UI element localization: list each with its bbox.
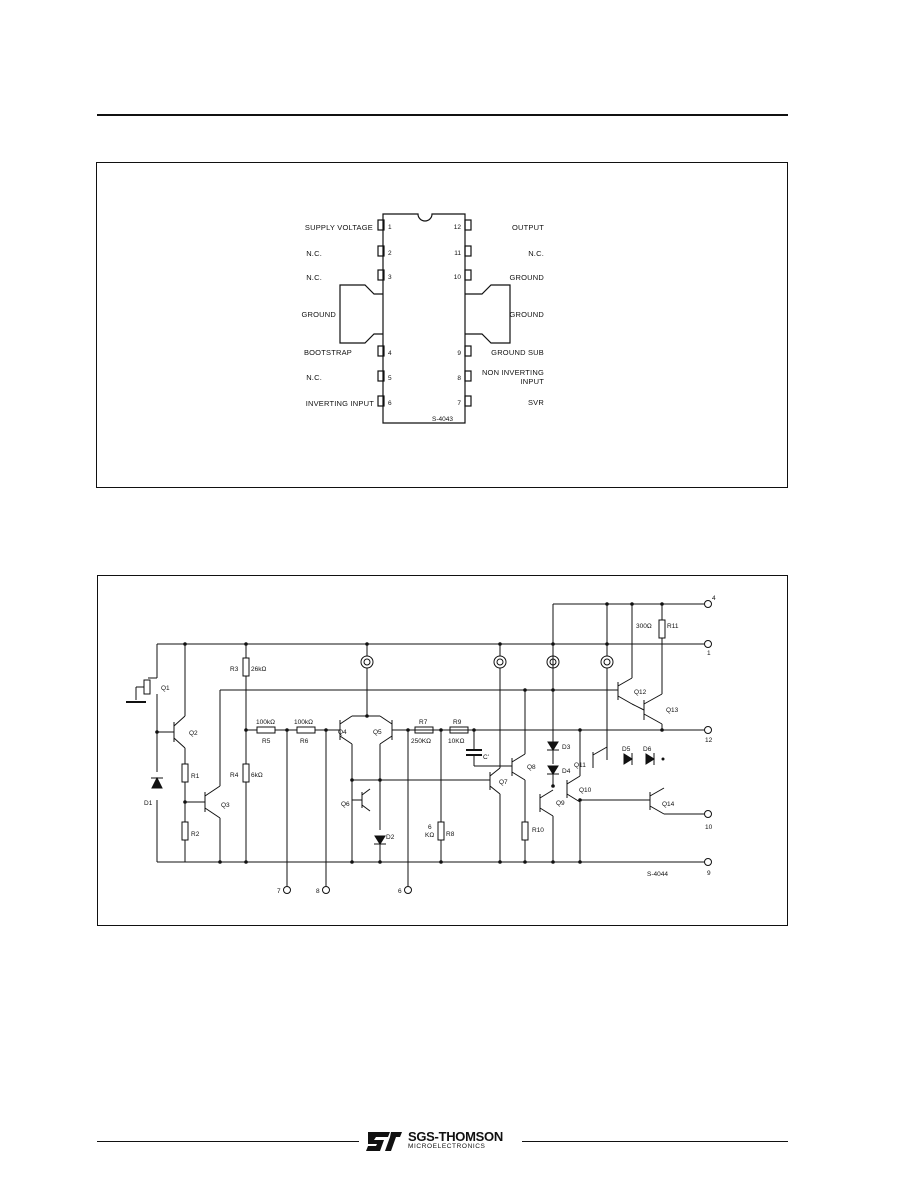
diode-label: D2: [386, 834, 395, 841]
pin-number: 7: [457, 400, 461, 407]
pin-label: OUTPUT: [512, 223, 544, 232]
st-logo-icon: [366, 1132, 402, 1151]
resistor-label: R10: [532, 827, 544, 834]
pin-number: 3: [388, 274, 392, 281]
terminal-label: 4: [712, 595, 716, 602]
pin-label: SUPPLY VOLTAGE: [305, 223, 373, 232]
resistor-label: R3: [230, 666, 239, 673]
footer-rule-left: [97, 1141, 359, 1142]
brand-name: SGS-THOMSON: [408, 1129, 503, 1144]
pin-label: GROUND: [509, 310, 544, 319]
resistor-label: R4: [230, 772, 239, 779]
transistor-label: Q4: [338, 729, 347, 736]
drawing-code: S-4044: [647, 871, 668, 878]
pin-label: N.C.: [306, 273, 322, 282]
resistor-value: 250KΩ: [411, 738, 431, 745]
schematic-frame: [97, 575, 788, 926]
footer-rule-right: [522, 1141, 788, 1142]
resistor-label: R7: [419, 719, 428, 726]
capacitor-label: C': [483, 754, 489, 761]
pin-number: 12: [454, 224, 462, 231]
pin-number: 6: [388, 400, 392, 407]
diode-label: D4: [562, 768, 571, 775]
schematic-diagram: 4 1 12 10 9 7 8 6 Q1 Q2 Q3 Q4 Q5 Q6 Q7 Q…: [126, 595, 716, 895]
resistor-value: KΩ: [425, 832, 434, 839]
pin-label: GROUND: [509, 273, 544, 282]
brand-subtitle: MICROELECTRONICS: [408, 1143, 486, 1150]
pin-label: GROUND SUB: [491, 348, 544, 357]
terminal-label: 1: [707, 650, 711, 657]
transistor-label: Q7: [499, 779, 508, 786]
pin-number: 1: [388, 224, 392, 231]
pin-label: BOOTSTRAP: [304, 348, 352, 357]
diode-label: D5: [622, 746, 631, 753]
resistor-value: 10KΩ: [448, 738, 465, 745]
pin-number: 8: [457, 375, 461, 382]
resistor-value: 26kΩ: [251, 666, 266, 673]
terminal-label: 7: [277, 888, 281, 895]
transistor-label: Q12: [634, 689, 647, 696]
pin-number: 9: [457, 350, 461, 357]
transistor-label: Q11: [574, 762, 586, 769]
pinout-frame: [96, 162, 788, 488]
transistor-label: Q1: [161, 685, 170, 692]
pin-label: N.C.: [528, 249, 544, 258]
transistor-label: Q2: [189, 730, 198, 737]
pin-number: 10: [454, 274, 462, 281]
resistor-value: 100kΩ: [294, 719, 313, 726]
transistor-label: Q9: [556, 800, 565, 807]
resistor-label: R6: [300, 738, 309, 745]
company-logo: SGS-THOMSON MICROELECTRONICS: [364, 1128, 516, 1154]
resistor-label: R11: [667, 623, 679, 630]
pin-label: N.C.: [306, 373, 322, 382]
transistor-label: Q6: [341, 801, 350, 808]
pin-label: NON INVERTING: [482, 368, 544, 377]
diode-label: D3: [562, 744, 571, 751]
pin-label: GROUND: [301, 310, 336, 319]
terminal-label: 12: [705, 737, 713, 744]
pin-label: SVR: [528, 398, 544, 407]
resistor-label: R5: [262, 738, 271, 745]
pinout-diagram: SUPPLY VOLTAGE N.C. N.C. GROUND BOOTSTRA…: [301, 213, 545, 424]
terminal-label: 10: [705, 824, 713, 831]
terminal-label: 9: [707, 870, 711, 877]
transistor-label: Q14: [662, 801, 675, 808]
resistor-value: 6: [428, 824, 432, 831]
terminal-label: 8: [316, 888, 320, 895]
header-rule: [97, 114, 788, 116]
transistor-label: Q5: [373, 729, 382, 736]
diode-label: D1: [144, 800, 153, 807]
pin-label: N.C.: [306, 249, 322, 258]
left-ground-tab: [339, 284, 383, 344]
resistor-label: R8: [446, 831, 455, 838]
terminal-label: 6: [398, 888, 402, 895]
transistor-label: Q8: [527, 764, 536, 771]
resistor-label: R9: [453, 719, 462, 726]
resistor-label: R2: [191, 831, 200, 838]
pin-number: 11: [454, 250, 461, 257]
diode-label: D6: [643, 746, 652, 753]
drawing-code: S-4043: [432, 416, 453, 423]
resistor-value: 300Ω: [636, 623, 652, 630]
pin-label: INVERTING INPUT: [306, 399, 375, 408]
transistor-label: Q13: [666, 707, 679, 714]
transistor-label: Q10: [579, 787, 592, 794]
pin-number: 4: [388, 350, 392, 357]
pin-number: 5: [388, 375, 392, 382]
pin-label: INPUT: [521, 377, 545, 386]
resistor-label: R1: [191, 773, 200, 780]
transistor-label: Q3: [221, 802, 230, 809]
pin-number: 2: [388, 250, 392, 257]
resistor-value: 100kΩ: [256, 719, 275, 726]
resistor-value: 6kΩ: [251, 772, 263, 779]
right-ground-tab: [465, 284, 511, 344]
